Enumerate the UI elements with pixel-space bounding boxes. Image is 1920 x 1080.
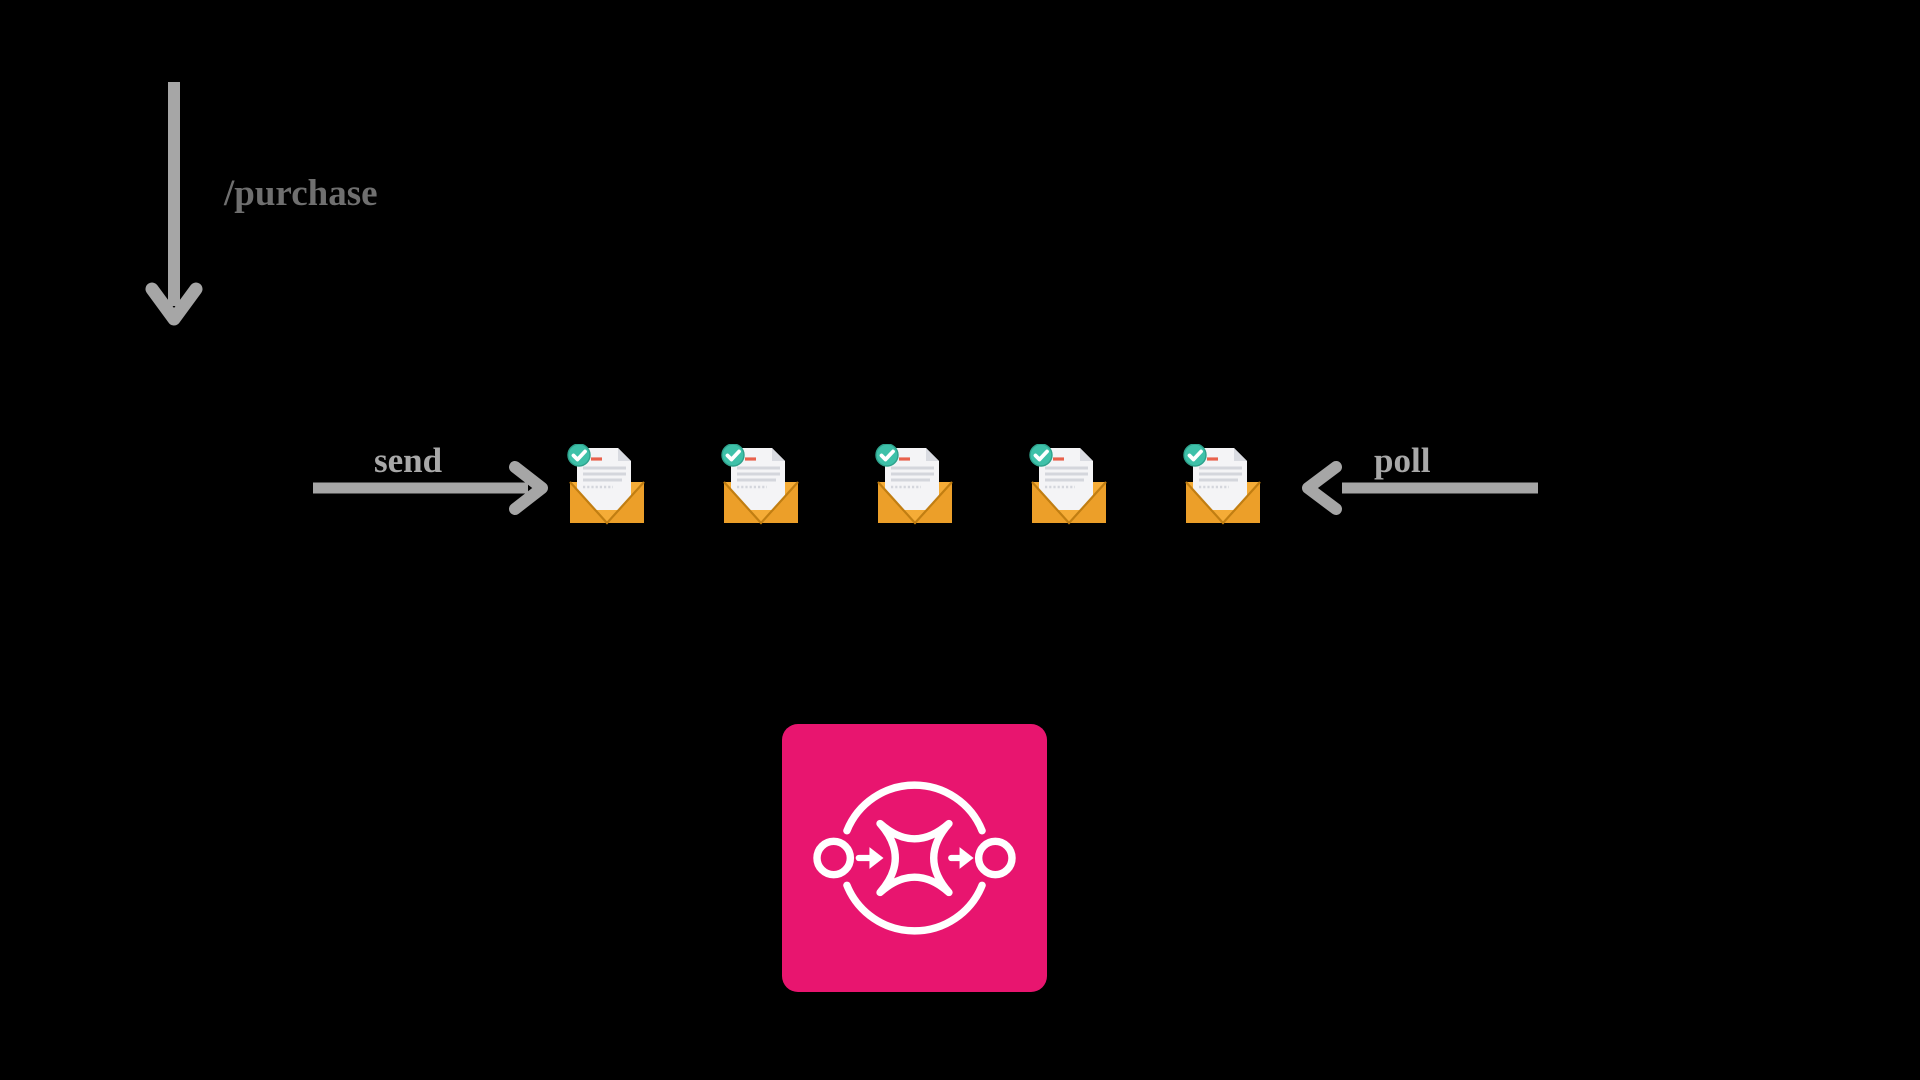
- sqs-glyph: [813, 781, 1016, 935]
- poll-arrow-left-icon: [1302, 461, 1538, 515]
- purchase-endpoint-label: /purchase: [224, 173, 378, 214]
- send-action-label: send: [374, 441, 443, 480]
- aws-sqs-icon: [782, 724, 1047, 992]
- send-arrow-right-icon: [313, 461, 548, 515]
- purchase-arrow-down-icon: [145, 82, 203, 326]
- poll-action-label: poll: [1374, 441, 1431, 480]
